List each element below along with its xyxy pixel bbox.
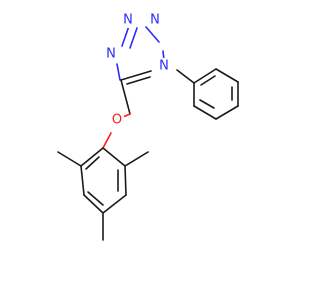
n2-label-background bbox=[148, 12, 162, 28]
nitrogen-label-n2: N bbox=[150, 13, 160, 28]
methyl-left bbox=[57, 151, 82, 167]
bonds bbox=[57, 25, 239, 241]
o1-label-background bbox=[110, 112, 124, 128]
mesityl-double-1 bbox=[85, 156, 100, 170]
bond-n1-n2 bbox=[121, 25, 130, 47]
bond-o-aryl bbox=[102, 132, 112, 149]
n3-label-background bbox=[104, 46, 118, 62]
bond-n5-phenyl bbox=[176, 69, 195, 84]
phenyl-bond-5 bbox=[215, 68, 239, 83]
mesityl-bond-4 bbox=[102, 194, 127, 214]
phenyl-bond-3 bbox=[215, 105, 239, 120]
bond-c5-ch2 bbox=[120, 79, 131, 115]
bond-c5-n5-inner bbox=[126, 76, 151, 85]
bond-c5-n5 bbox=[120, 70, 152, 81]
mesityl-bond-3 bbox=[83, 194, 104, 214]
n1-label-background bbox=[121, 12, 135, 28]
n4-label-background bbox=[157, 58, 171, 74]
bond-n2-c5 bbox=[116, 63, 121, 81]
mesityl-double-2 bbox=[87, 191, 104, 206]
nitrogen-label-n1: N bbox=[123, 13, 133, 28]
mesityl-bond-1 bbox=[80, 147, 104, 167]
phenyl-bond-6 bbox=[193, 68, 217, 84]
bond-n1-n2-double bbox=[129, 27, 138, 49]
mesityl-bond-2 bbox=[80, 165, 85, 196]
methyl-right bbox=[124, 151, 149, 167]
phenyl-double-3 bbox=[200, 75, 216, 86]
chemical-structure-diagram: N N N N O bbox=[57, 12, 239, 241]
phenyl-bond-2 bbox=[193, 105, 217, 120]
mesityl-bond-5 bbox=[124, 165, 127, 196]
oxygen-label-o1: O bbox=[112, 113, 122, 128]
atom-labels: N N N N O bbox=[104, 12, 171, 128]
nitrogen-label-n4: N bbox=[159, 59, 169, 74]
mesityl-bond-6 bbox=[102, 147, 126, 167]
nitrogen-label-n3: N bbox=[106, 47, 116, 62]
bond-n1-n4 bbox=[145, 26, 160, 43]
phenyl-double-1 bbox=[199, 99, 215, 109]
